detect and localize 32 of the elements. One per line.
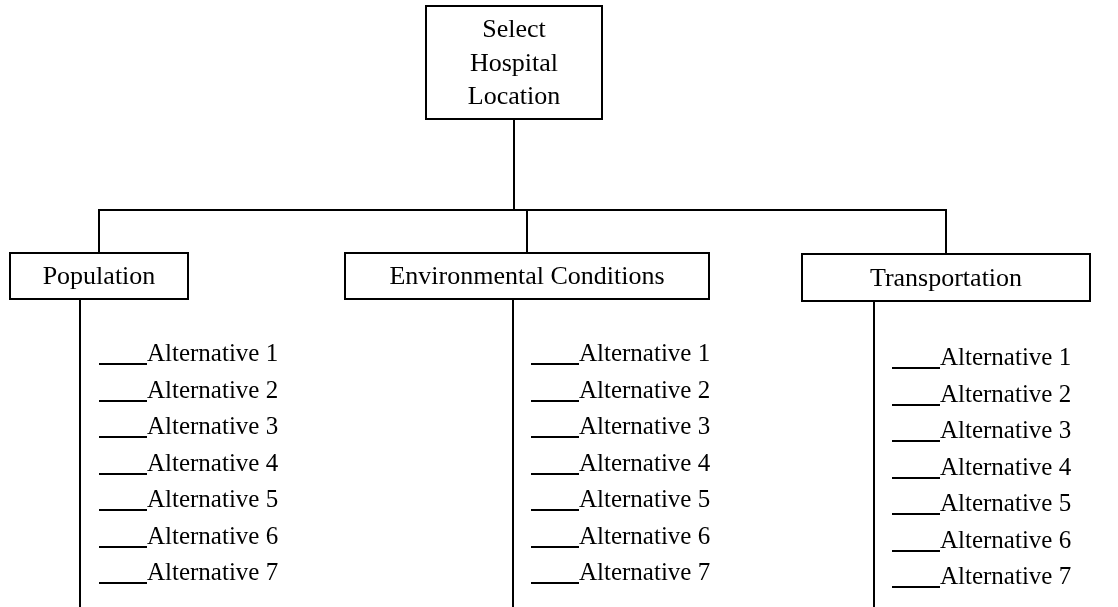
- alternative-label: Alternative 4: [579, 447, 711, 478]
- alternative-label: Alternative 7: [147, 557, 279, 587]
- connector-line: [79, 299, 81, 607]
- criterion-box: [9, 252, 189, 300]
- alternative-label: Alternative 5: [579, 484, 711, 514]
- goal-box: [425, 5, 603, 120]
- alternative-label: Alternative 7: [579, 557, 711, 587]
- alternative-label: Alternative 6: [579, 520, 711, 551]
- connector-line: [512, 299, 514, 607]
- alternative-label: Alternative 3: [579, 411, 711, 441]
- alternative-label: Alternative 3: [940, 415, 1072, 445]
- alternative-label: Alternative 2: [579, 374, 711, 405]
- criterion-text: Population: [42, 260, 156, 293]
- alternative-label: Alternative 6: [147, 520, 279, 551]
- criterion-text: Environmental Conditions: [389, 260, 665, 293]
- goal-text: Select Hospital Location: [466, 12, 562, 113]
- criterion-box: [344, 252, 710, 300]
- alternative-label: Alternative 1: [579, 338, 711, 368]
- alternative-label: Alternative 5: [940, 488, 1072, 518]
- alternative-label: Alternative 1: [147, 338, 279, 368]
- alternative-label: Alternative 5: [147, 484, 279, 514]
- alternative-label: Alternative 2: [147, 374, 279, 405]
- alternative-label: Alternative 4: [147, 447, 279, 478]
- criterion-box: [801, 253, 1091, 302]
- alternative-label: Alternative 3: [147, 411, 279, 441]
- alternative-label: Alternative 1: [940, 342, 1072, 372]
- alternative-label: Alternative 4: [940, 451, 1072, 482]
- alternative-label: Alternative 6: [940, 524, 1072, 555]
- criterion-text: Transportation: [869, 261, 1023, 294]
- alternative-label: Alternative 7: [940, 561, 1072, 591]
- connector-line: [873, 301, 875, 607]
- alternative-label: Alternative 2: [940, 378, 1072, 409]
